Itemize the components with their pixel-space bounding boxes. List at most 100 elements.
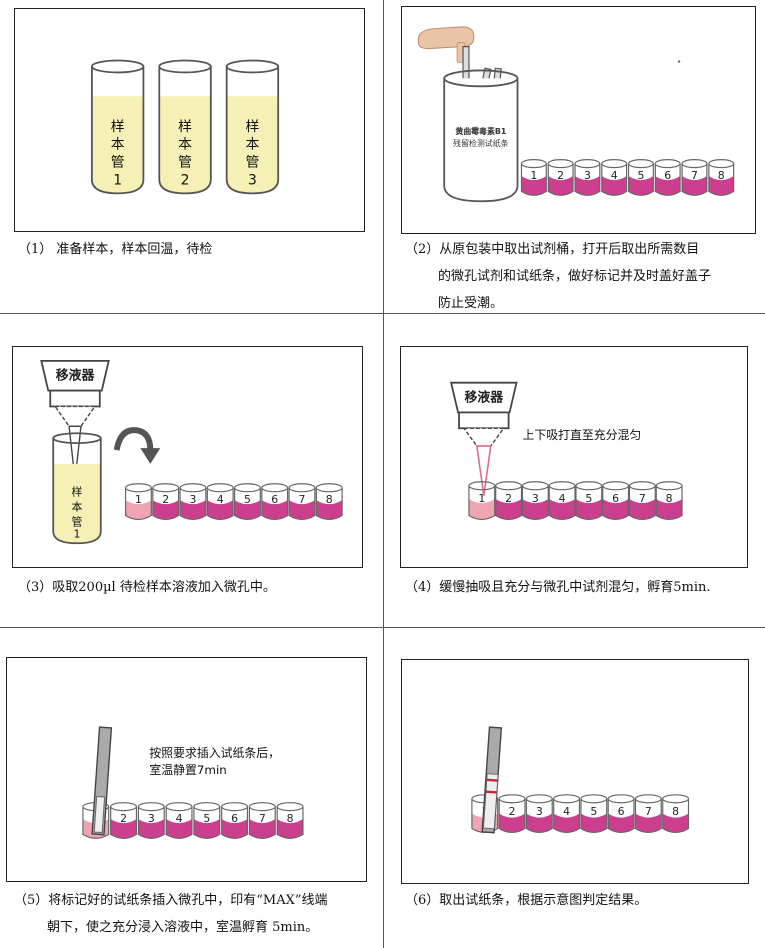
microwell-4: 4: [553, 794, 581, 834]
test-strip: [481, 726, 503, 834]
reagent-bucket: [443, 78, 519, 203]
microwell-8: 8: [708, 159, 735, 196]
insertion-instruction-line2: 室温静置7min: [149, 763, 226, 777]
microwell-4: 4: [206, 483, 234, 521]
sample-tube: [52, 432, 102, 545]
caption-line: （6）取出试纸条，根据示意图判定结果。: [405, 893, 648, 908]
microwell-number: 4: [217, 493, 224, 506]
test-strip: [91, 726, 113, 836]
sample-tubes-figure: 样本管 1 样本管 2 样本管 3: [90, 59, 280, 195]
microwell-7: 7: [634, 794, 662, 834]
tube-number: 1: [74, 527, 81, 540]
microwell-3: 3: [179, 483, 207, 521]
microwell-number: 1: [530, 169, 537, 182]
microwell-number: 6: [612, 492, 619, 505]
microwell-number: 8: [326, 493, 333, 506]
microwell-5: 5: [233, 483, 261, 521]
microwell-number: 2: [120, 812, 127, 825]
caption-line: 朝下，使之充分浸入溶液中，室温孵育 5min。: [47, 920, 319, 935]
result-line: [486, 778, 498, 782]
microwell-3: 3: [521, 481, 549, 521]
microwell-5: 5: [627, 159, 654, 196]
panel-1-illustration: 样本管 1 样本管 2 样本管 3: [14, 8, 365, 232]
microwell-5: 5: [580, 794, 608, 834]
microwell-number: 2: [505, 492, 512, 505]
pipette-icon: [40, 359, 110, 480]
caption-line: （4）缓慢抽吸且充分与微孔中试剂混匀，孵育5min.: [405, 580, 711, 595]
microwell-number: 7: [691, 169, 698, 182]
microwell-1: 1: [468, 481, 496, 521]
caption-line: （3）吸取200µl 待检样本溶液加入微孔中。: [18, 580, 276, 595]
microwell-number: 8: [287, 812, 294, 825]
sample-tube-1: [90, 59, 145, 195]
microwell-number: 7: [645, 805, 652, 818]
microwell-number: 3: [532, 492, 539, 505]
panel-2-caption: （2）从原包装中取出试剂桶，打开后取出所需数目 的微孔试剂和试纸条，做好标记并及…: [405, 236, 711, 317]
bucket-label-line2: 残留检测试纸条: [453, 138, 508, 148]
microwell-number: 7: [298, 493, 305, 506]
grid-divider: [383, 0, 384, 948]
bucket-label-line1: 黄曲霉毒素B1: [455, 126, 506, 136]
microwell-number: 3: [536, 805, 543, 818]
caption-line: （5）将标记好的试纸条插入微孔中，印有“MAX”线端: [14, 893, 328, 908]
microwell-number: 5: [203, 812, 210, 825]
microwell-6: 6: [654, 159, 681, 196]
microwell-number: 6: [618, 805, 625, 818]
microwell-number: 3: [189, 493, 196, 506]
microwell-2: 2: [152, 483, 180, 521]
sample-tube-3: [225, 59, 280, 195]
microwell-number: 2: [162, 493, 169, 506]
microwell-8: 8: [662, 794, 690, 834]
pipette-icon: [449, 381, 518, 496]
microwell-5: 5: [575, 481, 603, 521]
microwell-6: 6: [261, 483, 289, 521]
microwell-8: 8: [315, 483, 343, 521]
microwell-number: 4: [559, 492, 566, 505]
microwell-number: 4: [611, 169, 618, 182]
microwell-number: 5: [244, 493, 251, 506]
microwell-8: 8: [655, 481, 683, 521]
microwell-number: 6: [664, 169, 671, 182]
microwell-7: 7: [628, 481, 656, 521]
microwell-number: 8: [666, 492, 673, 505]
microwell-number: 1: [478, 492, 485, 505]
microwell-number: 1: [135, 493, 142, 506]
microwell-1: 1: [520, 159, 547, 196]
microwell-number: 5: [590, 805, 597, 818]
microwell-number: 6: [231, 812, 238, 825]
panel-6-caption: （6）取出试纸条，根据示意图判定结果。: [405, 887, 647, 914]
sample-tube-2: [158, 59, 212, 195]
microwell-4: 4: [165, 802, 193, 839]
microwell-2: 2: [498, 794, 526, 834]
microwell-number: 8: [718, 169, 725, 182]
microwell-2: 2: [495, 481, 523, 521]
microwell-number: 3: [584, 169, 591, 182]
microwell-4: 4: [601, 159, 628, 196]
microwell-number: 2: [509, 805, 516, 818]
microwell-2: 2: [547, 159, 574, 196]
tube-1-number: 1: [113, 172, 122, 188]
result-line: [485, 790, 497, 794]
tube-1-label: 样本管: [111, 119, 125, 171]
tube-2-number: 2: [181, 172, 190, 188]
panel-5-caption: （5）将标记好的试纸条插入微孔中，印有“MAX”线端 朝下，使之充分浸入溶液中，…: [14, 887, 328, 941]
panel-1-caption: （1） 准备样本，样本回温，待检: [18, 236, 212, 263]
microwell-6: 6: [602, 481, 630, 521]
tube-3-label: 样本管: [246, 119, 260, 171]
pipette-label: 移液器: [56, 368, 96, 384]
microwell-number: 4: [563, 805, 570, 818]
microwell-1: 1: [124, 483, 152, 521]
caption-line: （2）从原包装中取出试剂桶，打开后取出所需数目: [405, 242, 700, 257]
reagent-bucket-rim: [443, 69, 519, 88]
microwell-number: 7: [639, 492, 646, 505]
microwell-3: 3: [137, 802, 165, 839]
